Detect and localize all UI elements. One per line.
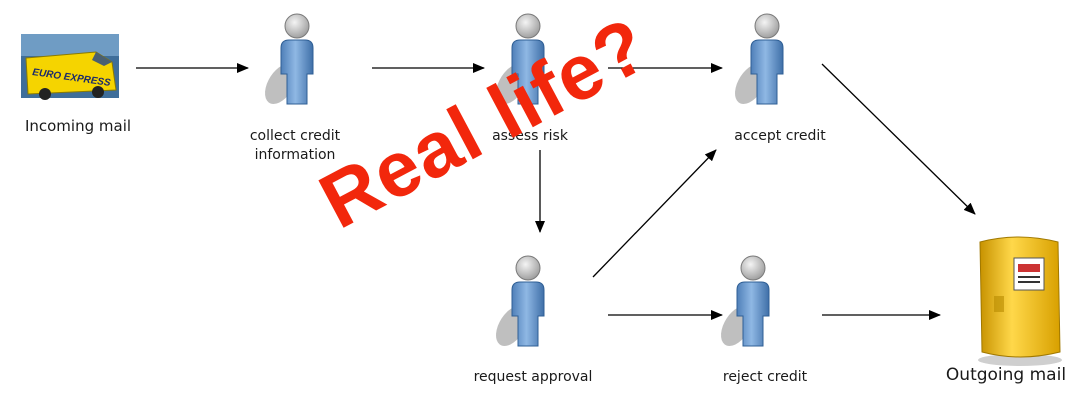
- node-label-request-approval: request approval: [473, 369, 593, 385]
- person-icon-accept: [729, 13, 784, 105]
- node-label-collect-credit: collect credit information: [249, 128, 341, 163]
- person-icon-request: [490, 255, 545, 347]
- node-label-outgoing-mail: Outgoing mail: [945, 365, 1067, 385]
- arrow-accept-outgoing: [821, 63, 976, 215]
- mailbox-icon: [978, 236, 1062, 366]
- node-label-reject-credit: reject credit: [722, 369, 808, 385]
- delivery-truck-image: EURO EXPRESS: [21, 34, 119, 100]
- node-label-incoming-mail: Incoming mail: [24, 117, 132, 135]
- node-label-assess-risk: assess risk: [492, 128, 568, 144]
- node-label-accept-credit: accept credit: [734, 128, 826, 144]
- person-icon-collect: [259, 13, 314, 105]
- arrow-request-accept: [592, 149, 717, 278]
- person-icon-reject: [715, 255, 770, 347]
